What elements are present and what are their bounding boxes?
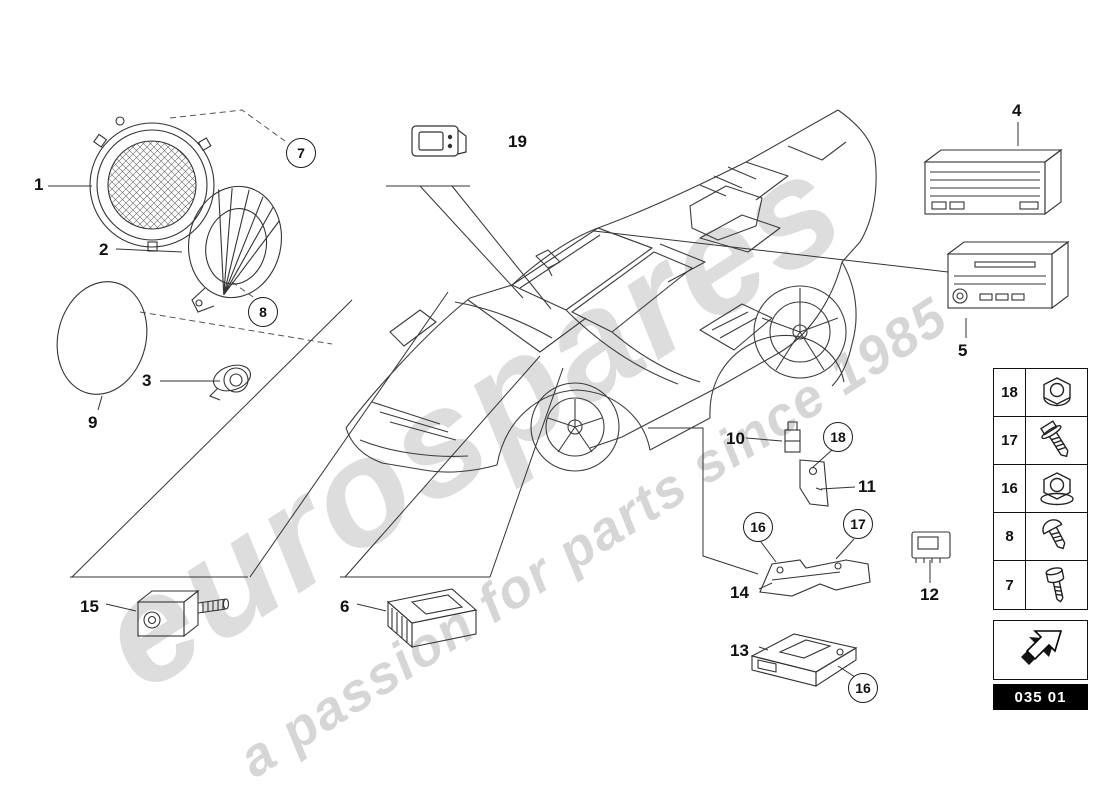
legend-row-7[interactable]: 7 xyxy=(994,561,1087,609)
legend-number: 17 xyxy=(994,417,1026,464)
fastener-legend: 18 17 xyxy=(993,368,1088,610)
legend-number: 16 xyxy=(994,465,1026,512)
part-label-19[interactable]: 19 xyxy=(508,132,527,151)
part-label-6[interactable]: 6 xyxy=(340,597,350,616)
switch-drawing xyxy=(411,125,467,157)
part-label-9[interactable]: 9 xyxy=(88,413,98,432)
radio-unit-drawing xyxy=(923,148,1063,216)
interface-module-drawing xyxy=(386,588,478,649)
legend-number: 8 xyxy=(994,513,1026,560)
small-module-drawing xyxy=(911,531,951,563)
part-label-15[interactable]: 15 xyxy=(80,597,99,616)
antenna-amplifier-drawing xyxy=(136,589,230,638)
legend-number: 7 xyxy=(994,561,1026,609)
part-callout-16a[interactable]: 16 xyxy=(743,512,773,542)
diagram-code-badge: 035 01 xyxy=(993,684,1088,710)
part-label-11[interactable]: 11 xyxy=(858,477,876,496)
speaker-shell-drawing xyxy=(187,185,283,313)
control-unit-drawing xyxy=(750,633,858,688)
part-label-12[interactable]: 12 xyxy=(920,585,939,604)
part-callout-16b[interactable]: 16 xyxy=(848,673,878,703)
part-label-10[interactable]: 10 xyxy=(726,429,745,448)
cheese-head-screw-icon xyxy=(1026,561,1087,609)
part-label-14[interactable]: 14 xyxy=(730,583,749,602)
pan-head-screw-icon xyxy=(1026,513,1087,560)
legend-number: 18 xyxy=(994,369,1026,416)
part-label-5[interactable]: 5 xyxy=(958,341,968,360)
car-wireframe xyxy=(345,109,877,473)
part-label-3[interactable]: 3 xyxy=(142,371,152,390)
part-label-1[interactable]: 1 xyxy=(34,175,44,194)
gasket-ring-drawing xyxy=(56,281,148,395)
legend-row-16[interactable]: 16 xyxy=(994,465,1087,513)
part-callout-8[interactable]: 8 xyxy=(248,297,278,327)
part-callout-18[interactable]: 18 xyxy=(823,422,853,452)
direction-arrow-icon xyxy=(1020,630,1062,665)
mounting-bracket-drawing xyxy=(759,559,871,597)
part-callout-7[interactable]: 7 xyxy=(286,138,316,168)
sensor-clip-drawing xyxy=(784,421,801,453)
small-bracket-drawing xyxy=(799,459,829,507)
part-callout-17[interactable]: 17 xyxy=(843,509,873,539)
flange-nut-icon xyxy=(1026,369,1087,416)
flange-nut-icon xyxy=(1026,465,1087,512)
orientation-arrow-box xyxy=(993,620,1088,680)
hex-bolt-icon xyxy=(1026,417,1087,464)
part-label-13[interactable]: 13 xyxy=(730,641,749,660)
speaker-drawing xyxy=(89,116,215,252)
part-label-2[interactable]: 2 xyxy=(99,240,109,259)
dashed-leader-lines xyxy=(139,109,333,345)
cd-changer-drawing xyxy=(946,240,1070,310)
legend-row-17[interactable]: 17 xyxy=(994,417,1087,465)
leader-lines xyxy=(48,122,1019,678)
legend-row-18[interactable]: 18 xyxy=(994,369,1087,417)
legend-row-8[interactable]: 8 xyxy=(994,513,1087,561)
part-label-4[interactable]: 4 xyxy=(1012,101,1022,120)
tweeter-drawing xyxy=(209,364,251,401)
